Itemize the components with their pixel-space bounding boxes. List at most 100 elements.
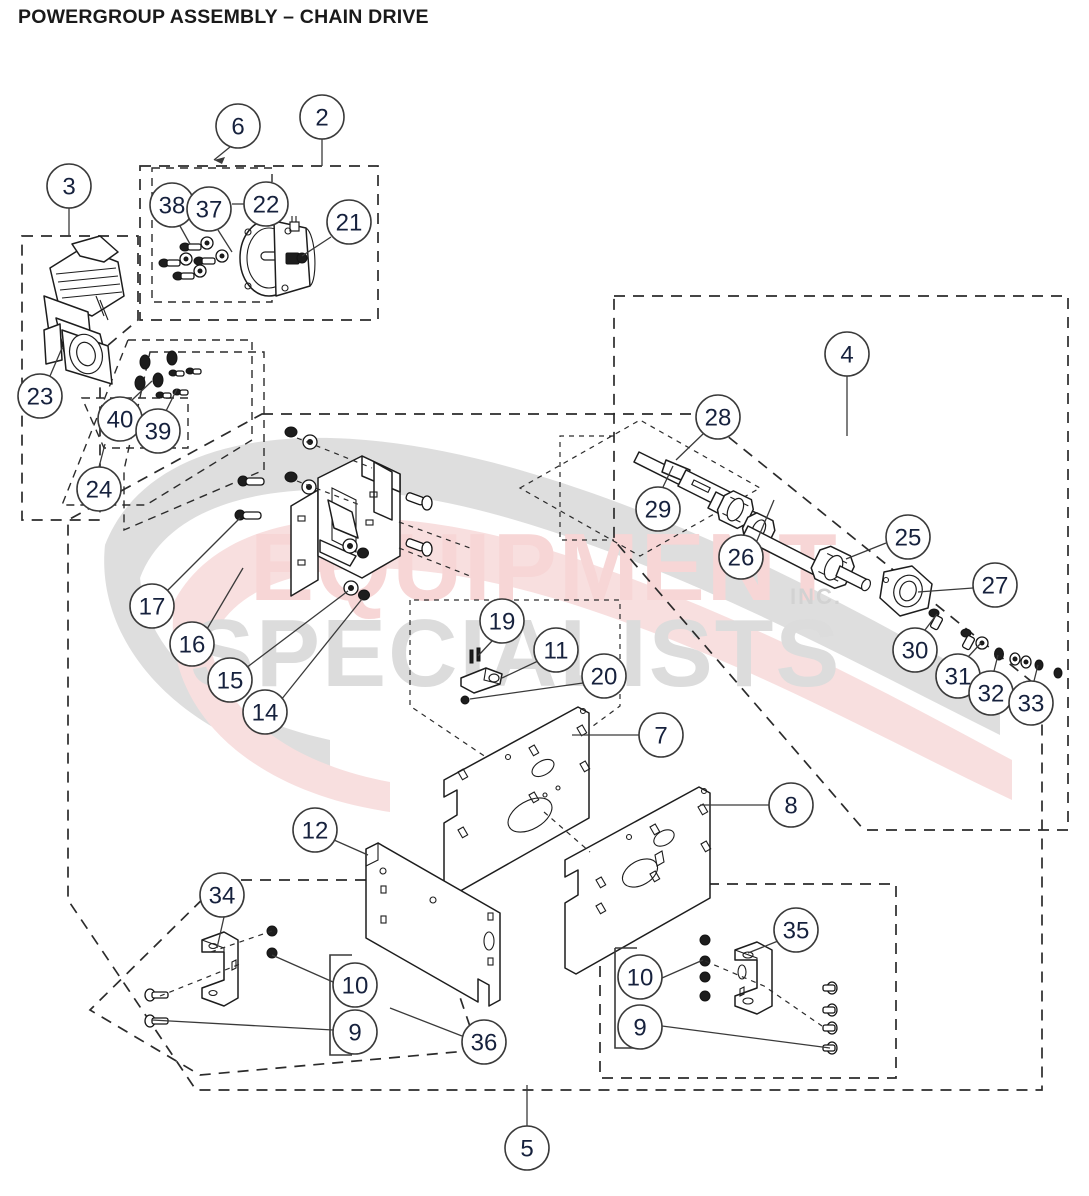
callout-24[interactable]: 24 bbox=[76, 466, 122, 512]
callout-5[interactable]: 5 bbox=[504, 1125, 550, 1171]
callout-21-circle[interactable] bbox=[326, 199, 372, 245]
callout-17[interactable]: 17 bbox=[129, 583, 175, 629]
callout-9-label: 9 bbox=[348, 1020, 361, 1047]
callout-22[interactable]: 22 bbox=[243, 181, 289, 227]
callout-14[interactable]: 14 bbox=[242, 689, 288, 735]
callout-20-label: 20 bbox=[591, 664, 618, 691]
watermark-swoosh-gray bbox=[105, 437, 1000, 735]
callout-12[interactable]: 12 bbox=[292, 807, 338, 853]
callout-17-circle[interactable] bbox=[129, 583, 175, 629]
callout-2[interactable]: 2 bbox=[299, 94, 345, 140]
callout-30-circle[interactable] bbox=[892, 627, 938, 673]
callout-10b-circle[interactable] bbox=[617, 954, 663, 1000]
callout-34-leader bbox=[216, 916, 225, 949]
callout-15[interactable]: 15 bbox=[207, 657, 253, 703]
watermark-swoosh-pink-tail bbox=[172, 600, 390, 812]
callout-6-circle[interactable] bbox=[215, 103, 261, 149]
callout-34-circle[interactable] bbox=[199, 872, 245, 918]
callout-3-circle[interactable] bbox=[46, 163, 92, 209]
callout-21-label: 21 bbox=[336, 210, 363, 237]
callout-33[interactable]: 33 bbox=[1008, 680, 1054, 726]
callout-20-circle[interactable] bbox=[581, 653, 627, 699]
callout-14-leader bbox=[280, 598, 363, 701]
callout-leaders bbox=[49, 139, 1039, 1126]
callout-19-circle[interactable] bbox=[479, 598, 525, 644]
callout-16[interactable]: 16 bbox=[169, 621, 215, 667]
callout-2-circle[interactable] bbox=[299, 94, 345, 140]
callout-30-label: 30 bbox=[902, 638, 929, 665]
region-2-boundary bbox=[139, 165, 379, 321]
callout-39-circle[interactable] bbox=[135, 408, 181, 454]
callout-35[interactable]: 35 bbox=[773, 907, 819, 953]
callout-5-circle[interactable] bbox=[504, 1125, 550, 1171]
callout-15-circle[interactable] bbox=[207, 657, 253, 703]
callout-3[interactable]: 3 bbox=[46, 163, 92, 209]
callout-6[interactable]: 6 bbox=[215, 103, 261, 149]
callout-34[interactable]: 34 bbox=[199, 872, 245, 918]
callout-28[interactable]: 28 bbox=[695, 394, 741, 440]
callout-16-leader bbox=[206, 567, 244, 630]
callout-14-circle[interactable] bbox=[242, 689, 288, 735]
callout-16-circle[interactable] bbox=[169, 621, 215, 667]
callout-26[interactable]: 26 bbox=[718, 534, 764, 580]
callout-9[interactable]: 9 bbox=[332, 1009, 378, 1055]
region-4-inner-left bbox=[559, 435, 614, 541]
callout-29[interactable]: 29 bbox=[635, 486, 681, 532]
callout-25-circle[interactable] bbox=[885, 514, 931, 560]
callout-11-circle[interactable] bbox=[533, 627, 579, 673]
callout-21[interactable]: 21 bbox=[326, 199, 372, 245]
callout-12-circle[interactable] bbox=[292, 807, 338, 853]
callout-7-circle[interactable] bbox=[638, 712, 684, 758]
callout-39[interactable]: 39 bbox=[135, 408, 181, 454]
callout-33-circle[interactable] bbox=[1008, 680, 1054, 726]
part-fastener-kit-40-39 bbox=[134, 350, 202, 399]
part-plate-7 bbox=[443, 706, 591, 895]
region-7-guide-upper bbox=[518, 419, 762, 557]
callout-39-leader bbox=[165, 388, 178, 412]
callout-24-circle[interactable] bbox=[76, 466, 122, 512]
callout-23-circle[interactable] bbox=[17, 373, 63, 419]
callout-27[interactable]: 27 bbox=[972, 562, 1018, 608]
callout-19[interactable]: 19 bbox=[479, 598, 525, 644]
callout-38-label: 38 bbox=[159, 193, 186, 220]
callout-10[interactable]: 10 bbox=[332, 962, 378, 1008]
callout-32[interactable]: 32 bbox=[968, 670, 1014, 716]
callout-5-label: 5 bbox=[520, 1136, 533, 1163]
callout-10b[interactable]: 10 bbox=[617, 954, 663, 1000]
callout-22-circle[interactable] bbox=[243, 181, 289, 227]
region-36-boundary bbox=[88, 879, 480, 1076]
callout-23[interactable]: 23 bbox=[17, 373, 63, 419]
callout-40-leader bbox=[131, 380, 153, 401]
callout-4[interactable]: 4 bbox=[824, 331, 870, 377]
callout-36[interactable]: 36 bbox=[461, 1019, 507, 1065]
callout-10-circle[interactable] bbox=[332, 962, 378, 1008]
callout-28-circle[interactable] bbox=[695, 394, 741, 440]
part-bracket-35 bbox=[734, 941, 773, 1015]
callout-36-circle[interactable] bbox=[461, 1019, 507, 1065]
callout-37-circle[interactable] bbox=[186, 186, 232, 232]
callout-35-circle[interactable] bbox=[773, 907, 819, 953]
region-5-boundary bbox=[67, 413, 1043, 1091]
region-6-boundary bbox=[151, 167, 273, 303]
callout-8-circle[interactable] bbox=[768, 782, 814, 828]
callout-8[interactable]: 8 bbox=[768, 782, 814, 828]
callout-9b[interactable]: 9 bbox=[617, 1004, 663, 1050]
callout-11[interactable]: 11 bbox=[533, 627, 579, 673]
callout-30[interactable]: 30 bbox=[892, 627, 938, 673]
callout-9-circle[interactable] bbox=[332, 1009, 378, 1055]
callout-10b-leader bbox=[661, 959, 704, 979]
callout-20[interactable]: 20 bbox=[581, 653, 627, 699]
callout-40[interactable]: 40 bbox=[97, 396, 143, 442]
callout-29-circle[interactable] bbox=[635, 486, 681, 532]
callout-25[interactable]: 25 bbox=[885, 514, 931, 560]
callout-4-circle[interactable] bbox=[824, 331, 870, 377]
callout-37[interactable]: 37 bbox=[186, 186, 232, 232]
callout-9b-circle[interactable] bbox=[617, 1004, 663, 1050]
callout-31[interactable]: 31 bbox=[935, 653, 981, 699]
callout-24-label: 24 bbox=[86, 477, 113, 504]
callout-15-leader bbox=[245, 590, 349, 669]
callout-7[interactable]: 7 bbox=[638, 712, 684, 758]
callout-27-circle[interactable] bbox=[972, 562, 1018, 608]
callout-26-circle[interactable] bbox=[718, 534, 764, 580]
callout-35-leader bbox=[747, 940, 779, 954]
